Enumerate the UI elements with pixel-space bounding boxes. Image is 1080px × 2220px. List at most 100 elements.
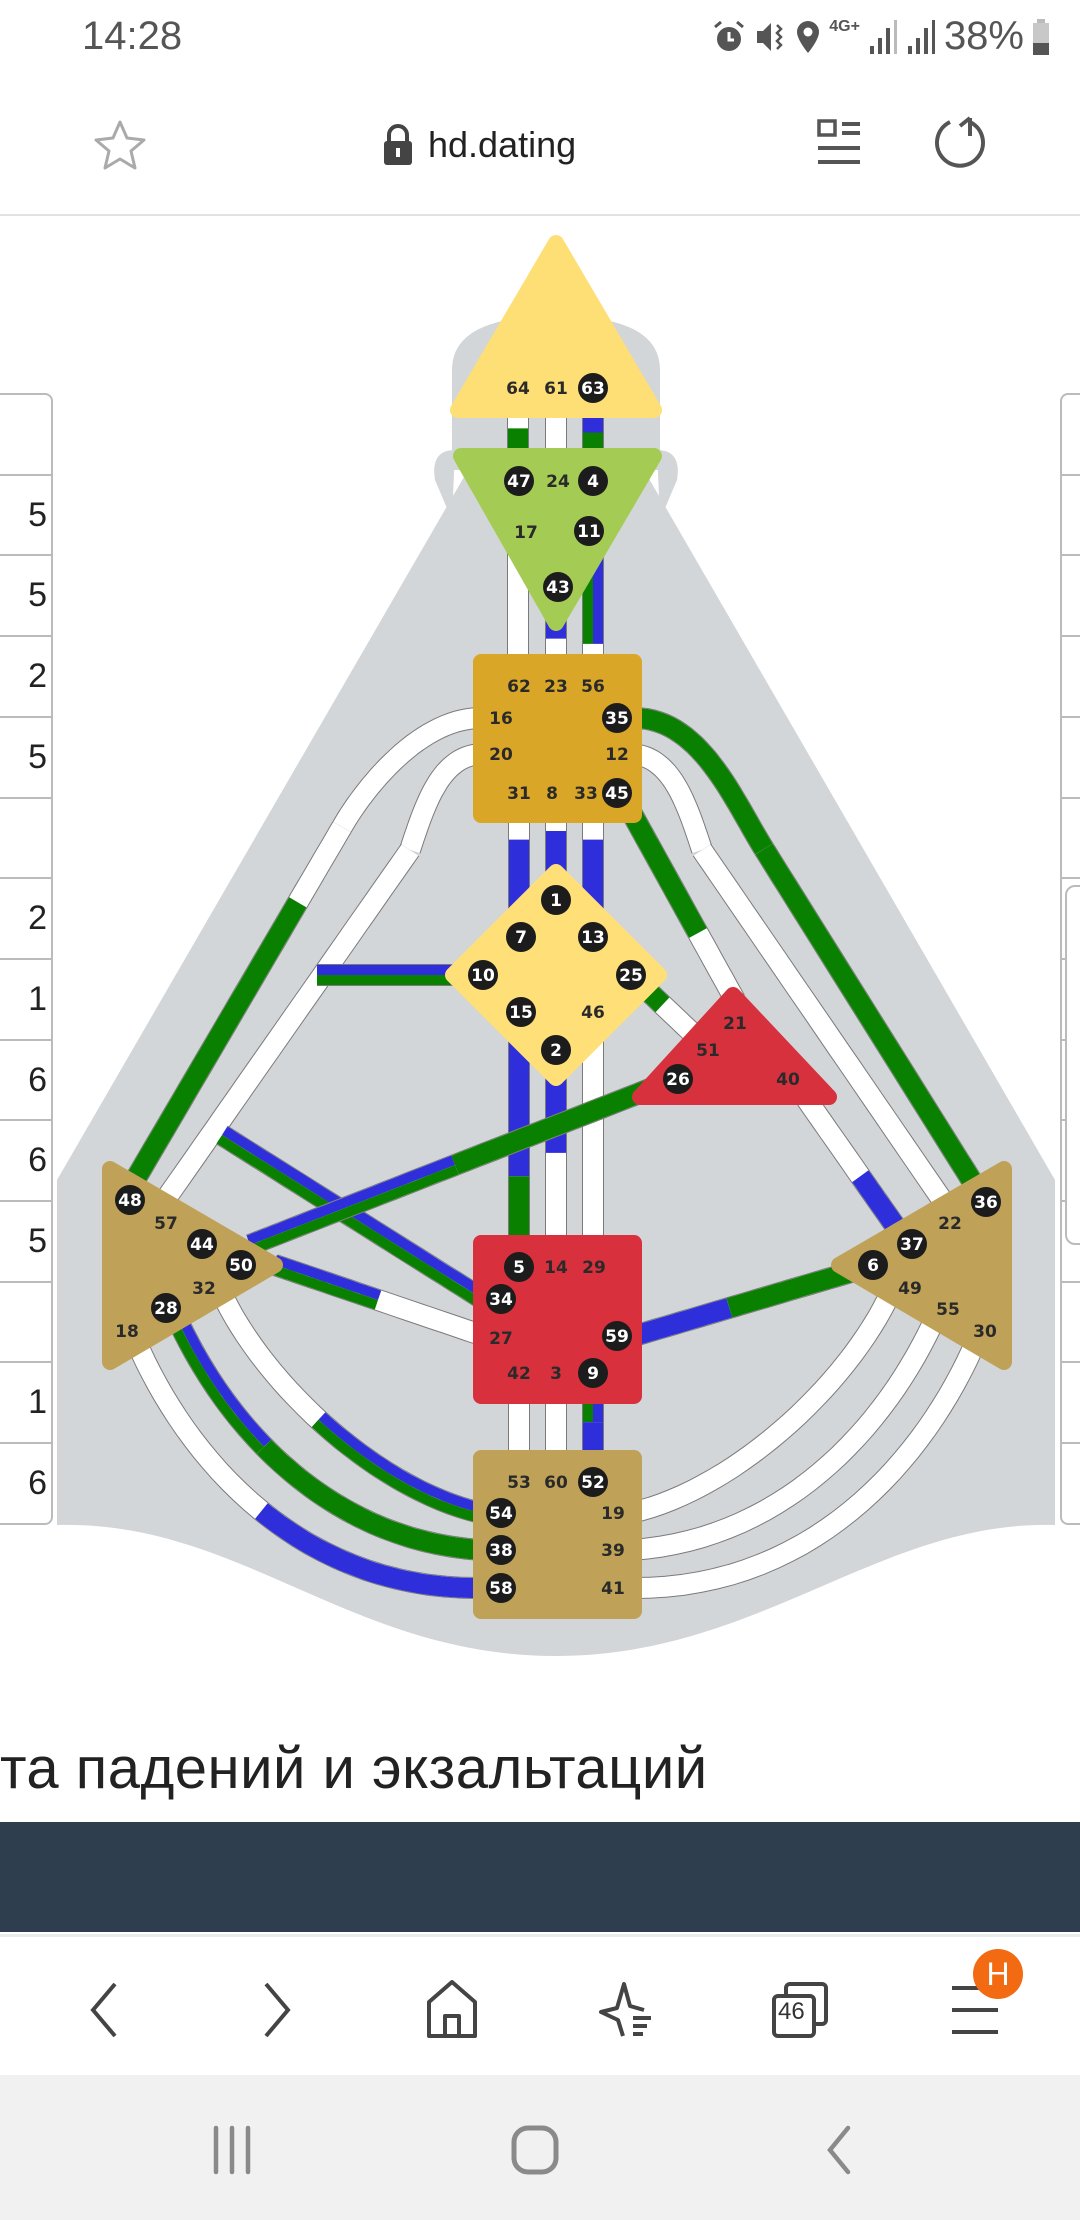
- reload-icon[interactable]: [930, 114, 990, 174]
- gate-28[interactable]: 28: [154, 1299, 178, 1319]
- gate-55[interactable]: 55: [936, 1300, 960, 1320]
- gate-36[interactable]: 36: [974, 1193, 998, 1213]
- gate-41[interactable]: 41: [601, 1579, 625, 1599]
- gate-14[interactable]: 14: [544, 1258, 568, 1278]
- table-row: [1062, 635, 1080, 716]
- gate-5[interactable]: 5: [513, 1258, 525, 1278]
- gate-23[interactable]: 23: [544, 677, 568, 697]
- gate-33[interactable]: 33: [574, 784, 598, 804]
- gate-64[interactable]: 64: [506, 379, 530, 399]
- gate-47[interactable]: 47: [507, 472, 531, 492]
- gate-62[interactable]: 62: [507, 677, 531, 697]
- gate-22[interactable]: 22: [938, 1214, 962, 1234]
- gate-39[interactable]: 39: [601, 1541, 625, 1561]
- gate-50[interactable]: 50: [229, 1256, 253, 1276]
- gate-60[interactable]: 60: [544, 1473, 568, 1493]
- gate-63[interactable]: 63: [581, 379, 605, 399]
- gate-18[interactable]: 18: [115, 1322, 139, 1342]
- gate-54[interactable]: 54: [489, 1504, 513, 1524]
- home-button[interactable]: [417, 1975, 487, 2045]
- gate-active-marker: [971, 1187, 1001, 1217]
- gate-58[interactable]: 58: [489, 1579, 513, 1599]
- gate-44[interactable]: 44: [190, 1235, 214, 1255]
- network-type: 4G+: [829, 18, 860, 35]
- reader-mode-icon[interactable]: [816, 118, 862, 170]
- gate-57[interactable]: 57: [154, 1214, 178, 1234]
- gate-active-marker: [616, 960, 646, 990]
- gate-35[interactable]: 35: [605, 709, 629, 729]
- table-row: 2: [0, 635, 51, 716]
- home-nav-button[interactable]: [500, 2115, 570, 2185]
- gate-38[interactable]: 38: [489, 1541, 513, 1561]
- tabs-button[interactable]: 46: [765, 1975, 835, 2045]
- gate-43[interactable]: 43: [546, 578, 570, 598]
- gate-4[interactable]: 4: [587, 472, 599, 492]
- gate-32[interactable]: 32: [192, 1279, 216, 1299]
- address-bar[interactable]: hd.dating: [382, 124, 576, 166]
- gate-29[interactable]: 29: [582, 1258, 606, 1278]
- gate-20[interactable]: 20: [489, 745, 513, 765]
- gate-31[interactable]: 31: [507, 784, 531, 804]
- gate-2[interactable]: 2: [550, 1041, 562, 1061]
- gate-53[interactable]: 53: [507, 1473, 531, 1493]
- gate-9[interactable]: 9: [587, 1364, 599, 1384]
- gate-59[interactable]: 59: [605, 1327, 629, 1347]
- forward-button[interactable]: [243, 1975, 313, 2045]
- gate-7[interactable]: 7: [515, 928, 527, 948]
- gate-11[interactable]: 11: [577, 522, 601, 542]
- gate-49[interactable]: 49: [898, 1279, 922, 1299]
- gate-30[interactable]: 30: [973, 1322, 997, 1342]
- gate-active-marker: [486, 1498, 516, 1528]
- bookmarks-button[interactable]: [592, 1975, 662, 2045]
- gate-15[interactable]: 15: [509, 1003, 533, 1023]
- gate-21[interactable]: 21: [723, 1014, 747, 1034]
- system-back-button[interactable]: [803, 2115, 873, 2185]
- bookmark-star-icon[interactable]: [92, 118, 148, 174]
- gate-24[interactable]: 24: [546, 472, 570, 492]
- table-row: [1062, 877, 1080, 958]
- gate-13[interactable]: 13: [581, 928, 605, 948]
- gate-42[interactable]: 42: [507, 1364, 531, 1384]
- channel-20-57-curve: [400, 744, 482, 854]
- gate-52[interactable]: 52: [581, 1473, 605, 1493]
- center-ajna[interactable]: [453, 448, 662, 631]
- center-spleen[interactable]: [102, 1161, 283, 1370]
- gate-48[interactable]: 48: [118, 1191, 142, 1211]
- gate-active-marker: [858, 1250, 888, 1280]
- gate-8[interactable]: 8: [546, 784, 558, 804]
- center-solar-plexus[interactable]: [831, 1161, 1012, 1370]
- gate-56[interactable]: 56: [581, 677, 605, 697]
- gate-1[interactable]: 1: [550, 891, 562, 911]
- battery-percent: 38%: [943, 14, 1024, 58]
- gate-40[interactable]: 40: [776, 1070, 800, 1090]
- gate-active-marker: [486, 1535, 516, 1565]
- gate-10[interactable]: 10: [471, 966, 495, 986]
- gate-active-marker: [226, 1250, 256, 1280]
- gate-45[interactable]: 45: [605, 784, 629, 804]
- channel-32-54-defined: [311, 1419, 482, 1523]
- gate-27[interactable]: 27: [489, 1329, 513, 1349]
- gate-61[interactable]: 61: [544, 379, 568, 399]
- gate-26[interactable]: 26: [666, 1070, 690, 1090]
- gate-46[interactable]: 46: [581, 1003, 605, 1023]
- gate-34[interactable]: 34: [489, 1290, 513, 1310]
- gate-17[interactable]: 17: [514, 523, 538, 543]
- gate-51[interactable]: 51: [696, 1041, 720, 1061]
- clock: 14:28: [82, 14, 183, 58]
- back-button[interactable]: [68, 1975, 138, 2045]
- center-throat[interactable]: [473, 654, 642, 823]
- recent-apps-button[interactable]: [197, 2115, 267, 2185]
- gate-16[interactable]: 16: [489, 709, 513, 729]
- signal-icon: [869, 19, 897, 54]
- gate-3[interactable]: 3: [550, 1364, 562, 1384]
- gate-active-marker: [504, 466, 534, 496]
- table-row: 5: [0, 554, 51, 635]
- gate-19[interactable]: 19: [601, 1504, 625, 1524]
- gate-37[interactable]: 37: [900, 1235, 924, 1255]
- center-g[interactable]: [445, 864, 667, 1086]
- gate-6[interactable]: 6: [867, 1256, 879, 1276]
- gate-12[interactable]: 12: [605, 745, 629, 765]
- center-head[interactable]: [450, 235, 662, 418]
- gate-25[interactable]: 25: [619, 966, 643, 986]
